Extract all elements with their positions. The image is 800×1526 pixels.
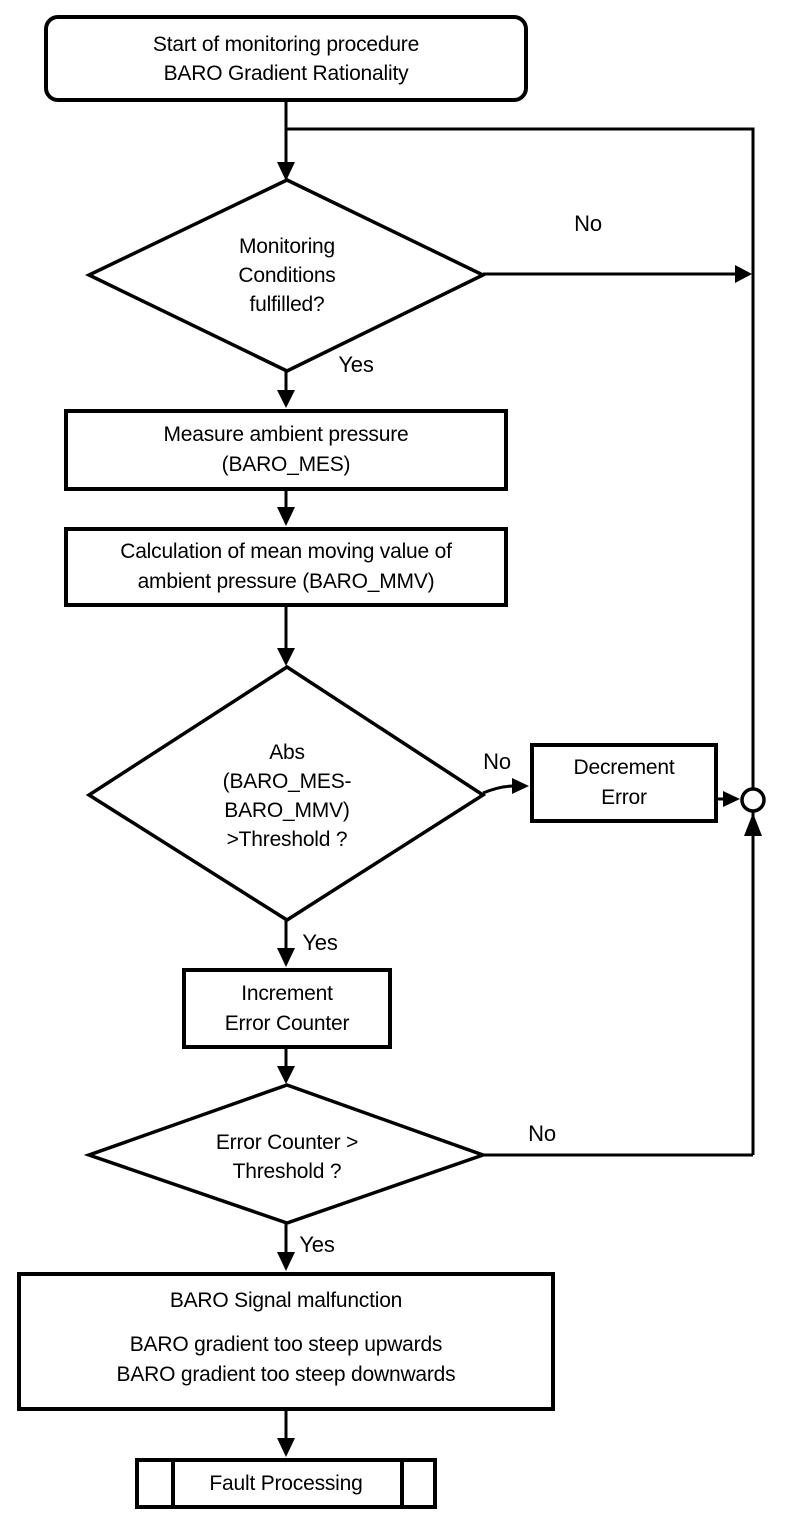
result-malfunction: BARO Signal malfunction BARO gradient to… [17, 1272, 555, 1411]
predefined-right-bar [400, 1462, 404, 1505]
arrowhead-into-circle [723, 791, 740, 807]
start-node-line: BARO Gradient Rationality [163, 61, 409, 85]
arrowhead-into-fault [277, 1438, 295, 1457]
arrowheads [277, 162, 762, 1457]
decision-counter-label: Error Counter > Threshold ? [137, 1126, 437, 1188]
arrowhead-d2-no [512, 778, 529, 794]
decision-abs-line: >Threshold ? [226, 828, 348, 851]
d3-yes-label: Yes [299, 1232, 335, 1257]
d2-yes-label: Yes [302, 930, 338, 955]
d3-no-label: No [528, 1121, 556, 1146]
process-decrement: Decrement Error [530, 743, 718, 823]
decision-shapes [83, 178, 766, 1225]
process-decrement-line: Decrement [573, 756, 675, 779]
fault-processing-label: Fault Processing [209, 1471, 363, 1495]
process-increment-line: Increment [241, 981, 333, 1005]
result-malfunction-line: BARO gradient too steep upwards [129, 1333, 443, 1356]
process-measure-line: Measure ambient pressure [163, 423, 409, 446]
decision-monitoring-line: Monitoring [238, 234, 336, 258]
arrowhead-into-measure [277, 390, 295, 408]
decision-monitoring-line: fulfilled? [249, 292, 325, 316]
predefined-fault-processing: Fault Processing [135, 1458, 437, 1509]
process-calculation: Calculation of mean moving value of ambi… [64, 527, 508, 607]
decision-abs-line: Abs [269, 741, 305, 764]
arrowhead-d1-no [735, 265, 752, 283]
process-calculation-line: ambient pressure (BARO_MMV) [137, 570, 435, 593]
result-malfunction-line: BARO Signal malfunction [169, 1289, 403, 1312]
arrowhead-into-calc [277, 507, 295, 526]
decision-counter-line: Threshold ? [232, 1160, 342, 1183]
process-increment: Increment Error Counter [182, 968, 392, 1049]
process-measure: Measure ambient pressure (BARO_MES) [64, 409, 508, 491]
process-calculation-line: Calculation of mean moving value of [120, 540, 452, 563]
d2-no-label: No [483, 749, 511, 774]
arrowhead-into-increment [277, 948, 295, 967]
arrowhead-into-d2 [277, 648, 295, 666]
decision-abs-diamond [85, 664, 487, 923]
start-node-line: Start of monitoring procedure [152, 32, 420, 56]
d1-no-label: No [574, 211, 602, 236]
decision-monitoring-line: Conditions [238, 263, 336, 287]
decision-counter-line: Error Counter > [215, 1131, 359, 1154]
d1-yes-label: Yes [338, 352, 374, 377]
loop-rail [284, 100, 755, 1441]
arrowhead-rail-up [744, 813, 762, 836]
start-node: Start of monitoring procedure BARO Gradi… [44, 15, 528, 102]
result-malfunction-line: BARO gradient too steep downwards [116, 1363, 456, 1386]
process-decrement-line: Error [601, 786, 647, 809]
process-increment-line: Error Counter [224, 1011, 350, 1035]
decision-monitoring-diamond [84, 178, 487, 373]
junction-connector-circle [740, 787, 766, 813]
edge-d2-no [482, 784, 515, 795]
arrowhead-into-d1 [277, 162, 295, 181]
decision-abs-label: Abs (BARO_MES- BARO_MMV) >Threshold ? [137, 737, 437, 855]
arrowhead-into-d3 [277, 1066, 295, 1084]
decision-abs-line: BARO_MMV) [224, 799, 350, 822]
decision-abs-line: (BARO_MES- [222, 770, 352, 793]
decision-monitoring-label: Monitoring Conditions fulfilled? [137, 230, 437, 320]
arrowhead-into-malfunction [277, 1252, 295, 1271]
process-measure-line: (BARO_MES) [221, 453, 351, 476]
edge-loopback-rail [286, 127, 755, 1155]
predefined-left-bar [171, 1462, 175, 1505]
decision-counter-diamond [83, 1083, 489, 1225]
